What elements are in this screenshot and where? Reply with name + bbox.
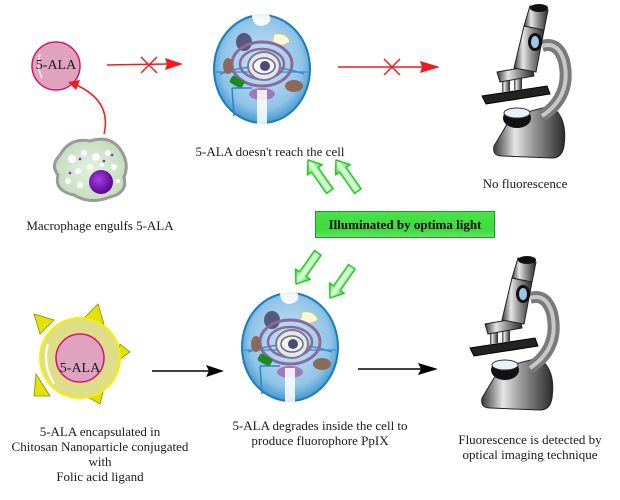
free-5ala-circle xyxy=(31,41,81,91)
microscope-top xyxy=(472,6,572,166)
fluorescence-caption-line-1: Fluorescence is detected by xyxy=(458,432,602,447)
target-cell-bottom xyxy=(240,287,340,406)
nanoparticle-5ala-label: 5-ALA xyxy=(59,361,101,376)
fluorescence-caption-line-2: optical imaging technique xyxy=(462,447,598,462)
nanoparticle-caption-line-4: Folic acid ligand xyxy=(56,469,144,484)
bottom-cell-caption: 5-ALA degrades inside the cell to produc… xyxy=(200,418,440,448)
blocked-arrow-to-microscope xyxy=(338,58,440,76)
macrophage-caption: Macrophage engulfs 5-ALA xyxy=(26,218,174,233)
chitosan-nanoparticle xyxy=(33,303,131,405)
microscope-bottom xyxy=(460,258,560,418)
bottom-cell-caption-line-2: produce fluorophore PpIX xyxy=(251,433,389,448)
nanoparticle-caption-line-2: Chitosan Nanoparticle conjugated xyxy=(11,439,189,454)
top-cell-caption: 5-ALA doesn't reach the cell xyxy=(195,144,345,159)
macrophage-illustration xyxy=(53,137,128,202)
light-arrow-up-2 xyxy=(327,154,366,198)
nanoparticle-caption-line-3: with xyxy=(88,454,112,469)
imaging-arrow xyxy=(358,363,438,375)
bottom-cell-caption-line-1: 5-ALA degrades inside the cell to xyxy=(232,418,408,433)
blocked-arrow-to-cell xyxy=(106,56,183,74)
delivery-arrow xyxy=(152,365,224,377)
fluorescence-detected-caption: Fluorescence is detected by optical imag… xyxy=(440,432,620,462)
no-fluorescence-caption: No fluorescence xyxy=(482,176,568,191)
nanoparticle-caption: 5-ALA encapsulated in Chitosan Nanoparti… xyxy=(5,424,195,484)
free-5ala-label: 5-ALA xyxy=(35,58,77,73)
nanoparticle-caption-line-1: 5-ALA encapsulated in xyxy=(39,424,161,439)
illumination-banner: Illuminated by optima light xyxy=(315,211,495,238)
target-cell-top xyxy=(212,9,312,128)
illumination-banner-text: Illuminated by optima light xyxy=(328,216,482,232)
engulf-arrow xyxy=(68,80,107,135)
